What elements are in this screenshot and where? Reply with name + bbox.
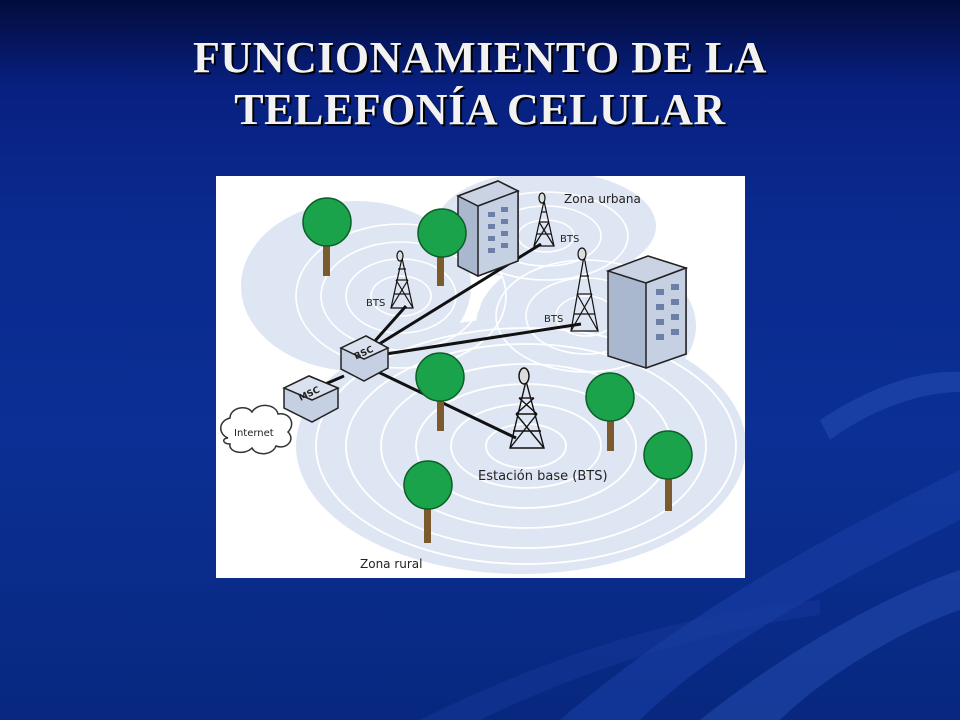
- tree-icon: [415, 352, 465, 431]
- tree-icon: [403, 460, 453, 543]
- title-line-1: FUNCIONAMIENTO DE LA: [193, 33, 767, 82]
- coverage-area-rural: [296, 318, 745, 574]
- bts-label-top: BTS: [560, 234, 579, 245]
- slide-title: FUNCIONAMIENTO DE LA TELEFONÍA CELULAR: [0, 32, 960, 136]
- zone-urban-label: Zona urbana: [564, 192, 641, 206]
- tree-icon: [302, 197, 352, 276]
- base-station-label: Estación base (BTS): [478, 469, 608, 484]
- zone-rural-label: Zona rural: [360, 557, 423, 571]
- internet-cloud-icon: Internet: [220, 404, 293, 455]
- bts-label-left: BTS: [366, 298, 385, 309]
- bsc-node: BSC: [339, 335, 390, 382]
- title-line-2: TELEFONÍA CELULAR: [234, 85, 726, 134]
- tree-icon: [585, 372, 635, 451]
- cellular-network-diagram: BSC MSC Internet: [216, 176, 745, 578]
- bts-tower-right: [570, 247, 599, 332]
- bts-tower-top: [533, 192, 555, 247]
- internet-label: Internet: [234, 428, 274, 439]
- tree-icon: [643, 430, 693, 511]
- tree-icon: [417, 208, 467, 286]
- msc-node: MSC: [282, 375, 340, 423]
- building-left: [456, 180, 520, 278]
- base-station-tower: [509, 367, 545, 449]
- building-right: [605, 255, 689, 370]
- bts-label-right: BTS: [544, 314, 563, 325]
- bts-tower-left: [390, 250, 414, 309]
